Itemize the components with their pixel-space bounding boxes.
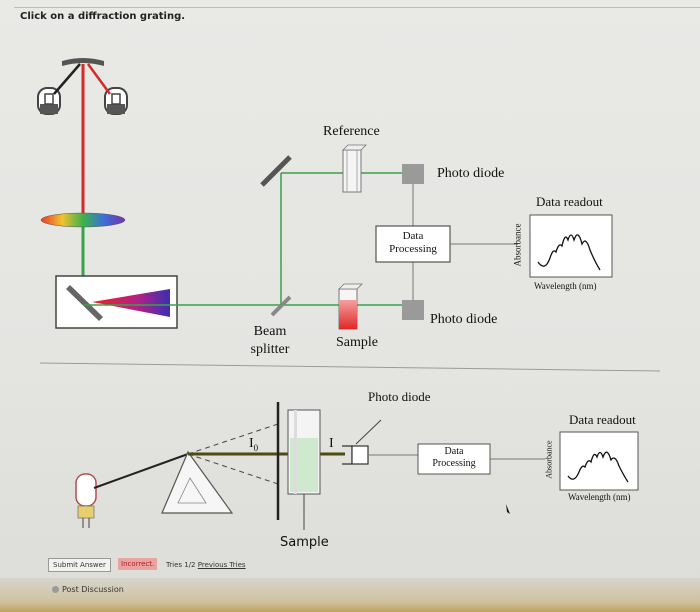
top-divider [14,7,700,8]
submit-answer-button[interactable]: Submit Answer [48,558,111,572]
photo-diode-pointer [355,419,382,445]
photo-diode-bottom-label: Photo diode [430,312,498,327]
data-processing-box[interactable] [375,225,451,263]
lower-data-processing-label: Data Processing [420,446,488,470]
light-path [53,63,81,95]
data-processing-line1: Data [402,230,424,242]
mirror[interactable] [260,155,292,187]
sample-cuvette[interactable] [338,283,363,330]
photo-diode-lower[interactable] [342,445,418,465]
i-label: I [329,436,334,451]
lower-sample-label: Sample [280,535,329,550]
tries-text: Tries 1/2 Previous Tries [166,561,246,569]
dispersion-prism[interactable] [92,289,170,317]
top-mirror [62,58,104,66]
beam-splitter-label: Beam splitter [248,323,292,359]
data-readout-label: Data readout [536,194,603,209]
discussion-icon [52,586,59,593]
status-badge: Incorrect. [118,558,158,570]
lamp-right-icon [104,87,128,115]
photo-diode-top[interactable] [402,164,424,184]
wavelength-label: Wavelength (nm) [534,281,597,291]
diffraction-grating[interactable] [66,285,103,321]
lower-absorbance-label: Absorbance [544,440,554,479]
question-prompt: Click on a diffraction grating. [20,11,186,22]
light-path [93,453,189,489]
reference-cuvette[interactable] [342,144,367,193]
previous-tries-link[interactable]: Previous Tries [197,561,246,569]
section-divider [39,362,661,372]
i0-sub: 0 [253,442,259,453]
absorbance-spectrum [537,234,601,271]
lower-absorbance-spectrum [567,451,629,483]
post-discussion-link[interactable]: Post Discussion [62,585,124,594]
lower-data-processing-line1: Data [444,446,464,457]
photo-diode-top-label: Photo diode [437,166,505,181]
absorbance-label: Absorbance [512,223,523,267]
lower-sample-cell[interactable] [287,409,321,495]
data-processing-label: Data Processing [380,230,446,256]
i0-label: I0 [249,436,258,453]
mouse-cursor [506,504,510,514]
lower-data-processing-line2: Processing [432,458,476,469]
sample-label: Sample [336,335,378,350]
lower-wavelength-label: Wavelength (nm) [568,492,631,502]
data-readout-box [529,214,613,278]
data-processing-line2: Processing [389,243,437,255]
beam-splitter-line2: splitter [250,342,290,357]
lamp-bottom-icon [75,473,97,528]
lower-photo-diode-label: Photo diode [368,389,431,404]
lower-data-readout-box [559,431,639,491]
lamp-left-icon [37,87,61,115]
color-filter-wheel[interactable] [40,212,126,228]
lower-prism[interactable] [161,450,234,514]
i0-main: I [249,436,254,451]
discussion-bar [0,578,700,612]
lower-data-readout-label: Data readout [569,412,636,427]
beam-splitter-line1: Beam [253,324,287,339]
photo-diode-bottom[interactable] [402,300,424,320]
reference-label: Reference [323,124,380,139]
tries-count: Tries 1/2 [166,561,196,569]
beam-splitter[interactable] [270,295,292,317]
dispersed-beams [187,423,279,485]
light-path [86,63,112,95]
